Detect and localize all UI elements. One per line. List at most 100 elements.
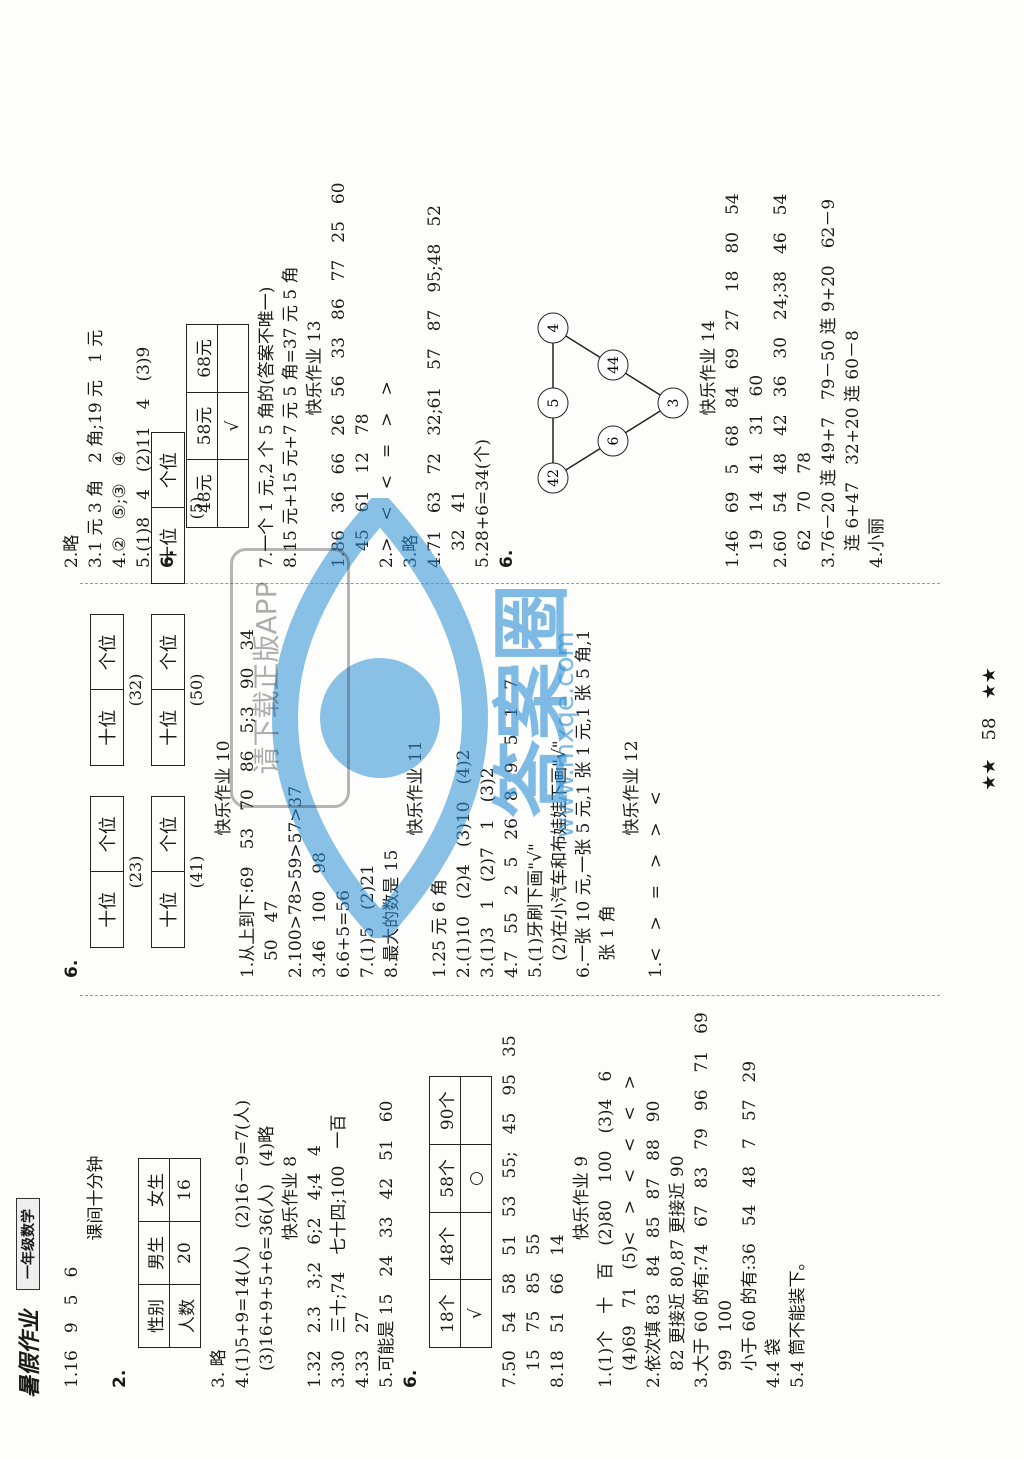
table-cell: 18个 xyxy=(429,1279,461,1348)
pv-caption: (23) xyxy=(126,855,145,889)
answer-line: 8.最大的数是 15 xyxy=(382,849,402,978)
triangle-node: 5 xyxy=(537,387,569,419)
triangle-node: 3 xyxy=(657,387,689,419)
answer-line: 99 100 xyxy=(716,1299,736,1388)
pv-ones: 个位 xyxy=(159,634,180,671)
column-3: 2.略 3.1 元 3 角 2 角;19 元 1 元 4.② ⑤;③ ④ 5.(… xyxy=(60,168,960,568)
table-cell: 人数 xyxy=(169,1284,201,1348)
column-1: 1.16 9 5 6 课间十分钟 2. 性别 男生 女生 人数 20 16 3.… xyxy=(60,1008,960,1388)
question-label: 6. xyxy=(158,549,178,568)
answer-line: 8.18 51 66 14 xyxy=(548,1234,568,1388)
place-value-chart: 十位个位 (41) xyxy=(151,796,206,948)
price-table: 48元 58元 68元 √ xyxy=(186,324,249,528)
table-cell xyxy=(217,459,249,528)
answer-line: 62 70 78 xyxy=(795,452,815,568)
table-cell: 90个 xyxy=(429,1076,461,1145)
answer-line: 5.可能是 15 24 33 42 51 60 xyxy=(377,1100,397,1388)
table-cell: 58个 xyxy=(429,1144,461,1213)
pv-tens: 十位 xyxy=(91,689,123,765)
pv-ones: 个位 xyxy=(98,816,119,853)
answer-line: 5.28+6=34(个) xyxy=(473,438,493,568)
answer-line: 4.71 63 72 32;61 57 87 95;48 52 xyxy=(425,205,445,568)
pv-ones: 个位 xyxy=(98,634,119,671)
table-cell: √ xyxy=(217,392,249,460)
answer-line: 7.(1)5 (2)21 xyxy=(358,864,378,978)
column-divider xyxy=(80,995,940,996)
section-heading: 快乐作业 14 xyxy=(699,320,719,416)
subject-tag: 一年级数学 xyxy=(16,1197,40,1290)
answer-line: 1.46 69 5 68 84 69 27 18 80 54 xyxy=(723,193,743,568)
answer-line: 1.< > = > > < xyxy=(646,791,666,978)
svg-text:44: 44 xyxy=(606,356,622,374)
answer-line: 4.33 27 xyxy=(353,1311,373,1388)
answer-line: 7.50 54 58 51 53 55; 45 95 35 xyxy=(500,1035,520,1388)
svg-text:42: 42 xyxy=(546,469,562,487)
triangle-node: 44 xyxy=(597,349,629,381)
answer-line: 连 6+47 32+20 连 60－8 xyxy=(843,330,863,568)
question-label: 2. xyxy=(110,1369,130,1388)
pv-caption: (32) xyxy=(126,673,145,707)
number-triangle-diagram: 42 6 3 5 44 4 xyxy=(537,312,689,494)
place-value-row: 十位个位 (41) 十位个位 (50) 十位个位 (5) xyxy=(151,432,206,948)
answer-line: 4.4 袋 xyxy=(764,1338,784,1388)
place-value-row: 十位个位 (23) 十位个位 (32) xyxy=(90,598,145,948)
answer-line: 2.> < < = > > xyxy=(377,381,397,568)
answer-line: 2.略 xyxy=(62,534,82,568)
pv-tens: 十位 xyxy=(91,871,123,947)
answer-line: 3.大于 60 的有:74 67 83 79 96 71 69 xyxy=(692,1012,712,1388)
table-cell: 48个 xyxy=(429,1212,461,1280)
answer-line: 1.32 2.3 3;2 6;2 4;4 4 xyxy=(305,1145,325,1388)
answer-line: 3.略 xyxy=(401,534,421,568)
answer-line: 15 75 85 55 xyxy=(524,1233,544,1388)
table-cell xyxy=(460,1076,492,1145)
answer-line: 5.(1)8 4 (2)11 4 (3)9 xyxy=(134,346,154,568)
place-value-chart: 十位 个位 (32) xyxy=(90,614,145,766)
section-heading: 快乐作业 9 xyxy=(572,1155,592,1241)
book-logo: 暑假作业 xyxy=(17,1309,43,1398)
question-label: 6. xyxy=(62,959,82,978)
watermark-url: www.mxqe.com xyxy=(550,631,580,838)
answer-line: (4)69 71 (5)< > < < < > xyxy=(620,1075,640,1388)
table-cell: 女生 xyxy=(138,1158,170,1222)
question-label: 6. xyxy=(401,1369,421,1388)
answer-line: 1.86 36 66 26 56 33 86 77 25 60 xyxy=(329,182,349,568)
section-heading: 课间十分钟 xyxy=(86,1155,106,1241)
answer-line: (3)16+9+5+6=36(人) (4)略 xyxy=(257,1125,277,1388)
table-cell: 20 xyxy=(169,1221,201,1285)
answer-line: 3.30 三十;74 七十四;100 一百 xyxy=(329,1114,349,1388)
table-cell xyxy=(460,1212,492,1280)
question-label: 6. xyxy=(497,549,517,568)
page-header: 暑假作业 一年级数学 xyxy=(8,58,48,1398)
answer-line: 82 更接近 80,87 更接近 90 xyxy=(668,1155,688,1388)
answer-line: 3. 略 xyxy=(209,1349,229,1388)
svg-text:6: 6 xyxy=(606,436,622,445)
svg-text:3: 3 xyxy=(666,399,682,408)
answer-line: 45 61 12 78 xyxy=(353,413,373,568)
pv-caption: (50) xyxy=(187,673,206,707)
pv-tens: 十位 xyxy=(152,689,184,765)
table-cell xyxy=(217,324,249,393)
table-cell: 16 xyxy=(169,1158,201,1222)
section-heading: 快乐作业 11 xyxy=(406,740,426,836)
answer-line: 2.依次填 83 84 85 87 88 90 xyxy=(644,1100,664,1388)
gender-table: 性别 男生 女生 人数 20 16 xyxy=(138,1158,201,1348)
answer-line: 张 1 角 xyxy=(598,905,618,978)
section-heading: 快乐作业 8 xyxy=(281,1155,301,1241)
table-cell: 48元 xyxy=(186,459,218,528)
count-table: 18个 48个 58个 90个 √ ○ xyxy=(429,1076,492,1348)
place-value-chart: 十位 个位 (50) xyxy=(151,614,206,766)
section-heading: 快乐作业 12 xyxy=(622,740,642,836)
triangle-node: 42 xyxy=(537,462,569,494)
answer-line: 32 41 xyxy=(449,490,469,568)
answer-line: 1.16 9 5 6 xyxy=(62,1266,82,1388)
answer-line: 19 14 41 31 60 xyxy=(747,374,767,568)
place-value-chart: 十位 个位 (23) xyxy=(90,796,145,948)
answer-line: 2.60 54 48 42 36 30 24;38 46 54 xyxy=(771,193,791,568)
table-cell: 68元 xyxy=(186,324,218,393)
triangle-node: 6 xyxy=(597,425,629,457)
table-cell: 男生 xyxy=(138,1221,170,1285)
answer-line: 7.一个 1 元,2 个 5 角的(答案不唯一) xyxy=(257,286,277,568)
pv-tens: 十位 xyxy=(152,871,184,947)
answer-line: 1.25 元 6 角 xyxy=(430,879,450,978)
